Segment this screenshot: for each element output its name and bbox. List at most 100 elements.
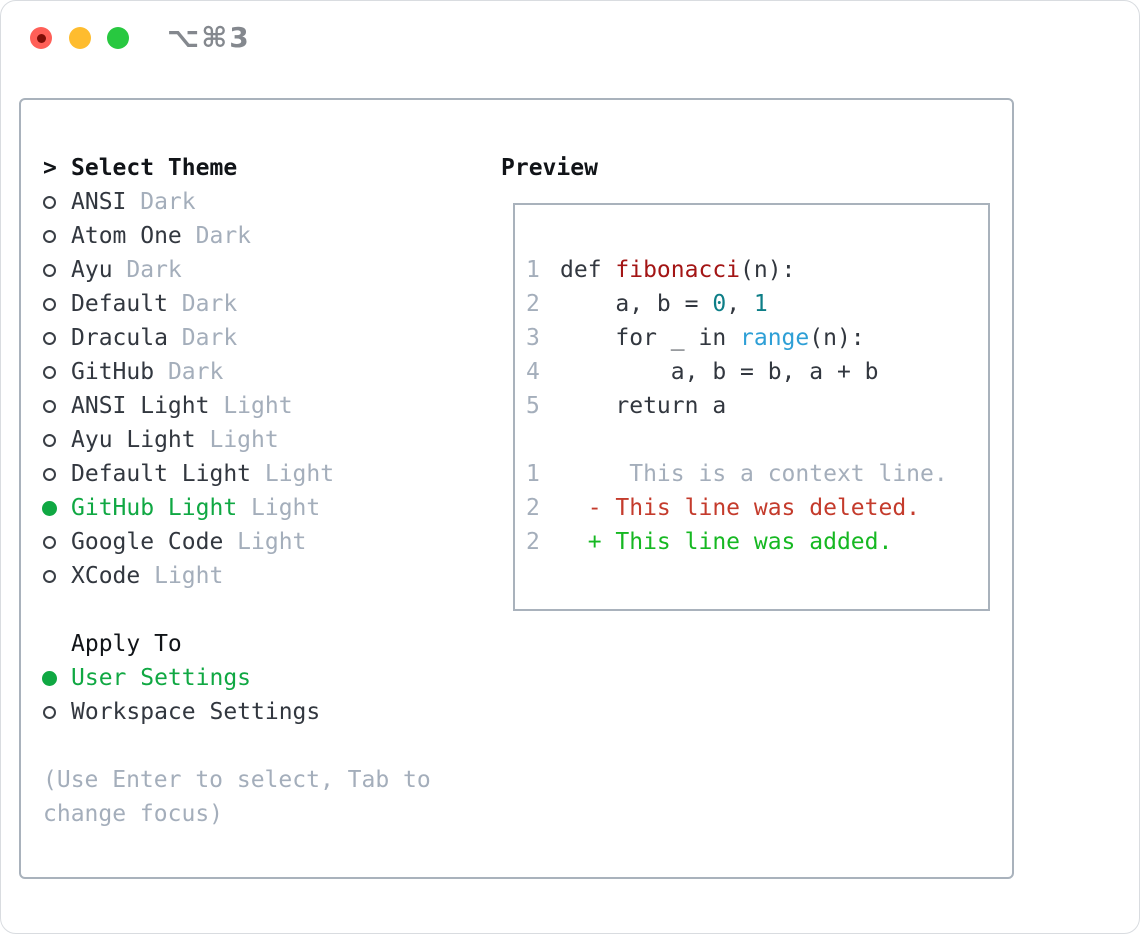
theme-option-default-light[interactable]: Default Light Light (43, 457, 505, 491)
theme-variant-tag: Dark (181, 325, 238, 351)
theme-option-ayu[interactable]: Ayu Dark (43, 253, 505, 287)
theme-variant-tag: Dark (195, 223, 252, 249)
theme-name: ANSI Light (71, 393, 210, 419)
radio-unselected-icon (43, 331, 56, 345)
theme-option-atom-one[interactable]: Atom One Dark (43, 219, 505, 253)
theme-option-default[interactable]: Default Dark (43, 287, 505, 321)
minimize-button[interactable] (69, 27, 91, 49)
radio-unselected-icon (43, 569, 56, 583)
theme-variant-tag: Light (237, 529, 307, 555)
code-token-added: + This line was added. (560, 529, 893, 555)
theme-name: XCode (71, 563, 141, 589)
line-number: 2 (526, 495, 540, 521)
radio-unselected-icon (43, 433, 56, 447)
code-token-plain: a, b = (560, 291, 713, 317)
apply-to-header: Apply To (43, 627, 505, 661)
theme-name: Atom One (71, 223, 182, 249)
radio-unselected-icon (43, 297, 56, 311)
apply-to-title: Apply To (71, 631, 182, 657)
theme-option-dracula[interactable]: Dracula Dark (43, 321, 505, 355)
theme-variant-tag: Dark (167, 359, 224, 385)
theme-variant-tag: Dark (181, 291, 238, 317)
window-title-shortcut: ⌥⌘3 (167, 21, 251, 54)
preview-line: 2 a, b = 0, 1 (526, 287, 988, 321)
theme-variant-tag: Dark (140, 189, 196, 215)
apply-option-label: User Settings (71, 665, 252, 691)
theme-option-google-code[interactable]: Google Code Light (43, 525, 505, 559)
theme-variant-tag: Dark (126, 257, 182, 283)
preview-line (526, 423, 988, 457)
select-theme-title: Select Theme (71, 155, 238, 181)
theme-name: GitHub Light (71, 495, 238, 521)
theme-option-github[interactable]: GitHub Dark (43, 355, 505, 389)
code-token-num: 0 (712, 291, 727, 317)
theme-variant-tag: Light (264, 461, 335, 487)
radio-selected-icon (42, 670, 57, 686)
code-token-context: This is a context line. (560, 461, 948, 487)
theme-name: Dracula (71, 325, 168, 351)
preview-line: 2 - This line was deleted. (526, 491, 988, 525)
theme-name: Ayu (71, 257, 113, 283)
code-token-plain: for _ in (560, 325, 741, 351)
help-hint-line: (Use Enter to select, Tab to (43, 767, 431, 793)
theme-variant-tag: Light (223, 393, 293, 419)
close-button[interactable] (30, 27, 52, 49)
radio-unselected-icon (43, 467, 56, 481)
close-button-dot-icon (36, 33, 46, 43)
line-number: 3 (526, 325, 540, 351)
line-number: 2 (526, 529, 540, 555)
code-token-plain: a, b = b, a + b (560, 359, 879, 385)
radio-unselected-icon (43, 399, 56, 413)
theme-name: Default Light (71, 461, 252, 487)
maximize-button[interactable] (107, 27, 129, 49)
code-token-plain: return a (560, 393, 727, 419)
spacer (43, 593, 505, 627)
line-number: 2 (526, 291, 540, 317)
code-token-num: 1 (753, 291, 768, 317)
radio-selected-icon (42, 500, 57, 516)
radio-unselected-icon (43, 365, 56, 379)
apply-option-user-settings[interactable]: User Settings (42, 661, 505, 695)
theme-option-ansi-light[interactable]: ANSI Light Light (43, 389, 505, 423)
spacer (43, 729, 505, 763)
apply-option-label: Workspace Settings (71, 699, 321, 725)
theme-option-xcode[interactable]: XCode Light (43, 559, 505, 593)
line-number: 1 (526, 461, 540, 487)
radio-unselected-icon (43, 535, 56, 549)
theme-name: ANSI (71, 189, 127, 215)
theme-name: Default (71, 291, 168, 317)
preview-line: 3 for _ in range(n): (526, 321, 988, 355)
preview-title: Preview (501, 155, 598, 181)
preview-line: 5 return a (526, 389, 988, 423)
theme-variant-tag: Light (154, 563, 224, 589)
radio-unselected-icon (43, 195, 56, 209)
code-token-plain: (n): (809, 325, 865, 351)
line-number: 1 (526, 257, 540, 283)
code-token-plain: , (726, 291, 754, 317)
theme-variant-tag: Light (251, 495, 321, 521)
select-theme-header: > Select Theme (43, 151, 505, 185)
radio-unselected-icon (43, 263, 56, 277)
theme-name: GitHub (71, 359, 155, 385)
preview-line: 4 a, b = b, a + b (526, 355, 988, 389)
radio-unselected-icon (43, 705, 56, 719)
code-token-func: fibonacci (615, 257, 741, 283)
help-hint-line: change focus) (43, 801, 224, 827)
line-number: 4 (526, 359, 540, 385)
theme-option-ansi[interactable]: ANSI Dark (43, 185, 505, 219)
apply-option-workspace-settings[interactable]: Workspace Settings (43, 695, 505, 729)
help-hint: (Use Enter to select, Tab to change focu… (43, 763, 505, 831)
radio-unselected-icon (43, 229, 56, 243)
theme-name: Google Code (71, 529, 224, 555)
line-number: 5 (526, 393, 540, 419)
theme-option-github-light[interactable]: GitHub Light Light (42, 491, 505, 525)
code-token-deleted: - This line was deleted. (560, 495, 921, 521)
